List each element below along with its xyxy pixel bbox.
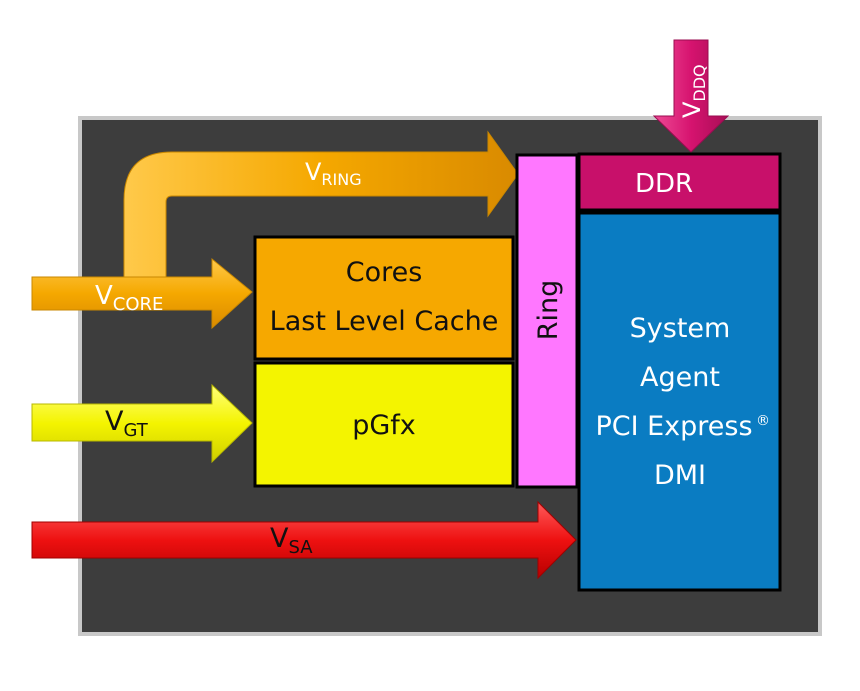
- vcore-sub: CORE: [113, 294, 164, 315]
- vcore-main: V: [95, 281, 113, 311]
- system-label: System: [630, 313, 731, 344]
- ring-block: [515, 153, 579, 489]
- agent-label: Agent: [640, 362, 720, 393]
- dmi-label: DMI: [654, 460, 706, 491]
- llc-label: Last Level Cache: [270, 306, 499, 337]
- vcore-rail: [31, 257, 253, 330]
- vgt-label: VGT: [105, 406, 149, 441]
- ddr-block: [577, 152, 782, 212]
- vddq-rail: [652, 39, 730, 153]
- pci-express-label: PCI Express: [595, 411, 752, 442]
- vsa-rail: [31, 500, 577, 580]
- ring-label: Ring: [533, 280, 564, 341]
- cores-label: Cores: [346, 257, 423, 288]
- vddq-label: VDDQ: [678, 64, 709, 118]
- cores-llc-block: [253, 235, 515, 361]
- ddr-label: DDR: [635, 169, 693, 199]
- vring-sub: RING: [321, 170, 361, 189]
- vring-main: V: [305, 158, 322, 186]
- vcore-label: VCORE: [95, 281, 163, 315]
- vsa-label: VSA: [270, 523, 313, 558]
- vgt-main: V: [105, 406, 124, 437]
- system-agent-block: [577, 211, 782, 592]
- vsa-sub: SA: [288, 537, 313, 558]
- vgt-rail: [31, 383, 253, 464]
- registered-mark: ®: [756, 413, 770, 429]
- pgfx-block: [253, 361, 515, 488]
- pgfx-label: pGfx: [352, 410, 416, 441]
- vring-rail: [123, 130, 519, 301]
- vsa-main: V: [270, 523, 289, 554]
- vddq-sub: DDQ: [690, 64, 709, 101]
- vring-label: VRING: [305, 158, 362, 189]
- vgt-sub: GT: [123, 420, 148, 441]
- vddq-main: V: [678, 101, 706, 118]
